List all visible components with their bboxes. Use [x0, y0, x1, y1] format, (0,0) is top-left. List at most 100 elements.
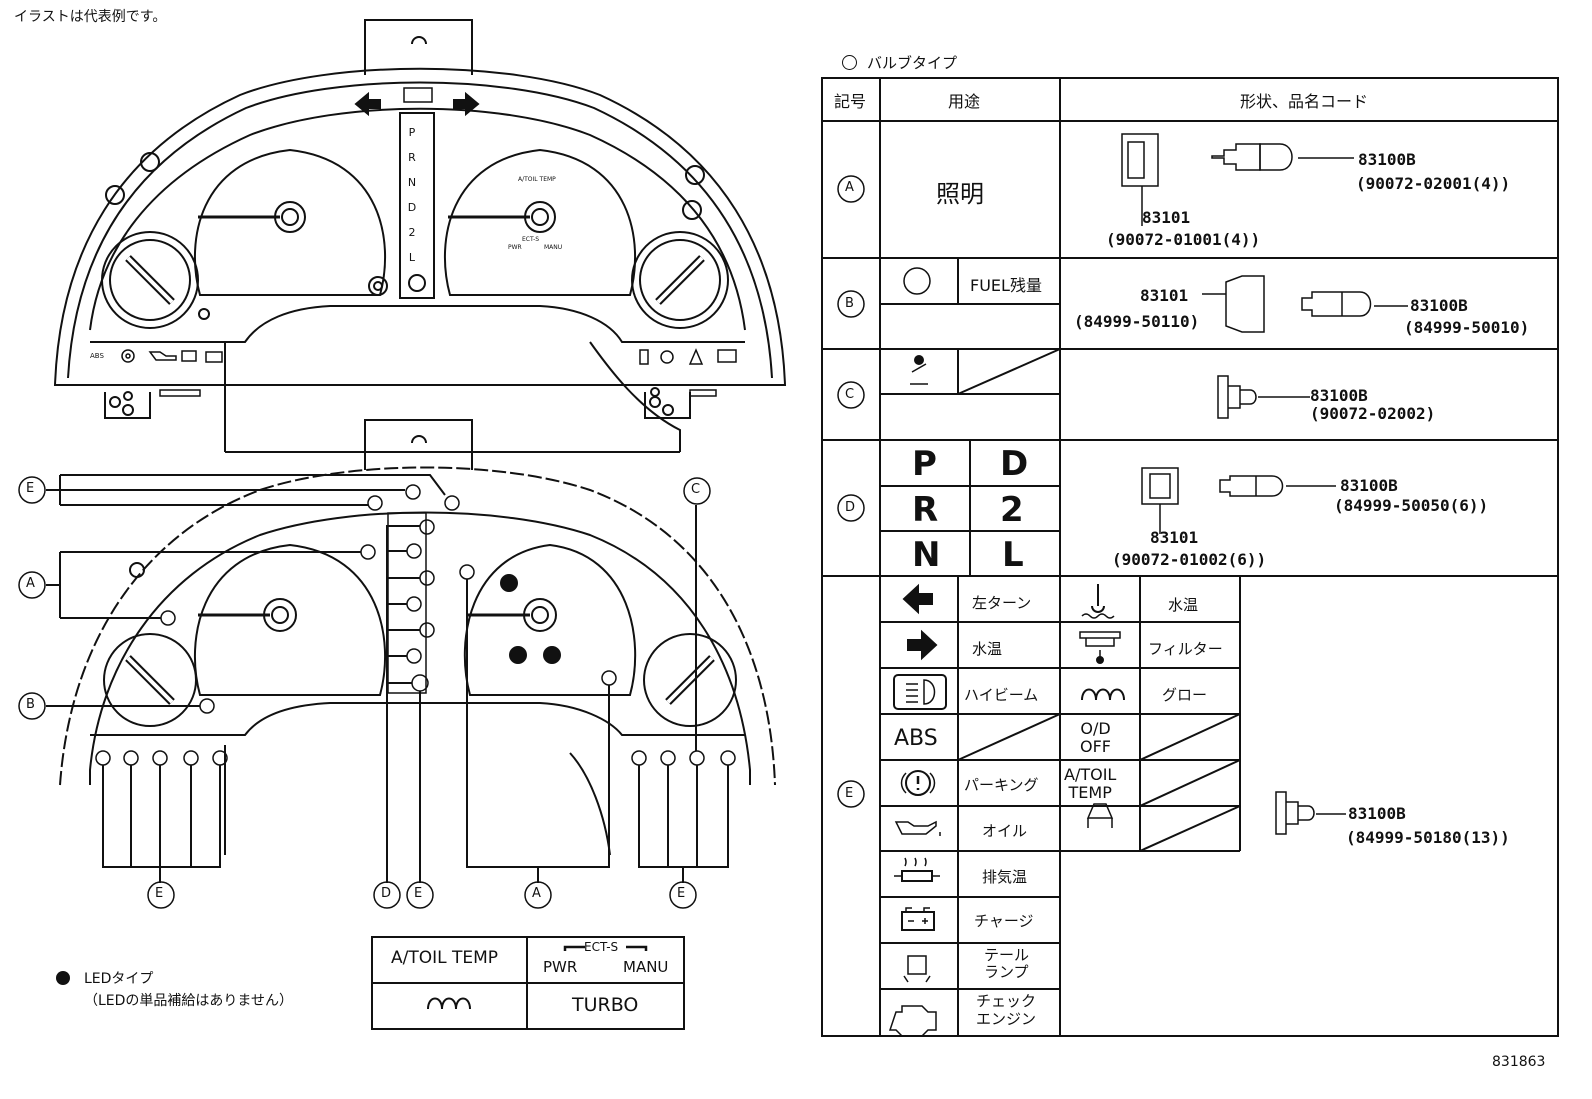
row-a-code2: (90072-02001(4))	[1356, 174, 1511, 193]
row-a-usage: 照明	[936, 180, 984, 208]
gear-label-n: N	[407, 176, 417, 189]
callout-a-bottom: A	[532, 886, 541, 901]
pwr-small-label: PWR	[508, 244, 522, 251]
row-e-part: 83100B	[1348, 804, 1406, 823]
row-b-usage: FUEL残量	[970, 276, 1042, 295]
row-d-code1: (90072-01002(6))	[1112, 550, 1267, 569]
bulb-ring-icon	[842, 55, 857, 70]
table-header-usage: 用途	[948, 92, 981, 111]
row-e-parking: パーキング	[964, 776, 1039, 794]
callout-e-center: E	[414, 886, 423, 901]
row-c-part: 83100B	[1310, 386, 1368, 405]
row-b-part1: 83101	[1140, 286, 1189, 305]
row-d-code2: (84999-50050(6))	[1334, 496, 1489, 515]
row-e-code: (84999-50180(13))	[1346, 828, 1510, 847]
gear-label-d: D	[407, 201, 417, 214]
row-d-letter-d: D	[1000, 444, 1029, 484]
row-e-glow: グロー	[1162, 686, 1208, 704]
row-b-part2: 83100B	[1410, 296, 1468, 315]
row-d-part1: 83101	[1150, 528, 1199, 547]
abs-small-label: ABS	[90, 352, 104, 360]
row-b-code2: (84999-50010)	[1404, 318, 1530, 337]
gear-label-l: L	[408, 251, 416, 264]
tail-lamp-icon	[903, 955, 931, 983]
row-a-code1: (90072-01001(4))	[1106, 230, 1261, 249]
oil-icon	[894, 820, 941, 836]
bulb-socket-83101-d	[1141, 467, 1179, 505]
row-b-symbol: B	[845, 296, 854, 311]
seatbelt-icon	[910, 355, 928, 385]
callout-e-top: E	[26, 481, 35, 496]
row-e-atoil-temp: A/TOIL TEMP	[1064, 765, 1117, 802]
callout-a-left: A	[26, 576, 35, 591]
row-e-right-turn: 水温	[972, 640, 1003, 658]
right-turn-icon	[907, 629, 938, 661]
row-a-part2: 83100B	[1358, 150, 1416, 169]
bulb-socket-83101-b	[1225, 275, 1265, 333]
row-d-letter-r: R	[912, 490, 939, 530]
gear-label-p: P	[408, 126, 416, 139]
led-legend-note: （LEDの単品補給はありません）	[84, 993, 294, 1009]
row-a-symbol: A	[845, 180, 854, 195]
high-beam-icon	[893, 674, 947, 710]
glow-plug-icon	[427, 997, 471, 1010]
bulb-type-header: バルブタイプ	[842, 52, 957, 73]
row-e-filter: フィルター	[1148, 640, 1223, 658]
bulb-type-label: バルブタイプ	[867, 54, 958, 72]
row-e-water-temp: 水温	[1168, 596, 1199, 614]
indicator-pwr: PWR	[543, 958, 578, 976]
check-engine-icon	[888, 1005, 937, 1037]
led-legend: LEDタイプ （LEDの単品補給はありません）	[56, 968, 293, 1012]
row-d-letter-p: P	[912, 444, 937, 484]
row-e-oil: オイル	[982, 822, 1028, 840]
led-legend-title: LEDタイプ	[84, 971, 154, 987]
gear-label-r: R	[408, 151, 416, 164]
table-header-shape: 形状、品名コード	[1240, 92, 1369, 111]
row-d-part2: 83100B	[1340, 476, 1398, 495]
parking-brake-icon	[900, 770, 936, 796]
row-e-od-off: O/D OFF	[1080, 719, 1111, 756]
indicator-box-frame	[371, 936, 685, 1030]
callout-e-left-group: E	[155, 886, 164, 901]
row-d-letter-2: 2	[1000, 490, 1024, 530]
row-d-symbol: D	[845, 500, 856, 515]
gear-label-2: 2	[408, 226, 416, 239]
row-c-symbol: C	[845, 387, 855, 402]
row-e-high-beam: ハイビーム	[964, 686, 1039, 704]
door-ajar-icon	[1086, 803, 1114, 828]
filter-icon	[1079, 631, 1121, 664]
indicator-ects: ECT-S	[584, 940, 619, 954]
row-c-code: (90072-02002)	[1310, 404, 1436, 423]
row-e-left-turn: 左ターン	[972, 594, 1032, 612]
indicator-manu: MANU	[623, 958, 669, 976]
callout-circles	[18, 476, 711, 909]
row-e-charge: チャージ	[974, 912, 1034, 930]
document-number: 831863	[1492, 1054, 1546, 1070]
charge-icon	[901, 907, 935, 931]
indicator-atoil-temp: A/TOIL TEMP	[391, 948, 499, 968]
callout-d-bottom: D	[381, 886, 392, 901]
cluster-front-diagram	[53, 19, 787, 453]
row-d-letter-l: L	[1002, 535, 1024, 575]
wedge-bulb-83100b-d	[1219, 475, 1284, 497]
row-e-abs: ABS	[894, 726, 938, 751]
ects-small-label: ECT-S	[522, 236, 540, 243]
manu-small-label: MANU	[544, 244, 563, 251]
wedge-bulb-83100b-b	[1301, 291, 1372, 317]
row-e-tail-lamp: テール ランプ	[984, 946, 1030, 981]
bulb-83100b-c	[1217, 375, 1257, 419]
callout-c: C	[691, 482, 701, 497]
led-dot-icon	[56, 971, 70, 985]
indicator-turbo: TURBO	[572, 994, 639, 1016]
row-e-symbol: E	[845, 786, 854, 801]
row-e-check-engine: チェック エンジン	[976, 992, 1037, 1028]
bulb-socket-83101-a	[1121, 133, 1159, 187]
wedge-bulb-83100b-a	[1211, 143, 1293, 171]
atoil-small-label: A/TOIL TEMP	[518, 176, 556, 183]
bulb-83100b-e	[1275, 791, 1315, 835]
row-d-letter-n: N	[912, 535, 941, 575]
callout-e-right-group: E	[677, 886, 686, 901]
cluster-rear-diagram	[46, 419, 776, 883]
glow-icon	[1081, 688, 1125, 701]
row-e-exhaust-temp: 排気温	[982, 868, 1028, 886]
